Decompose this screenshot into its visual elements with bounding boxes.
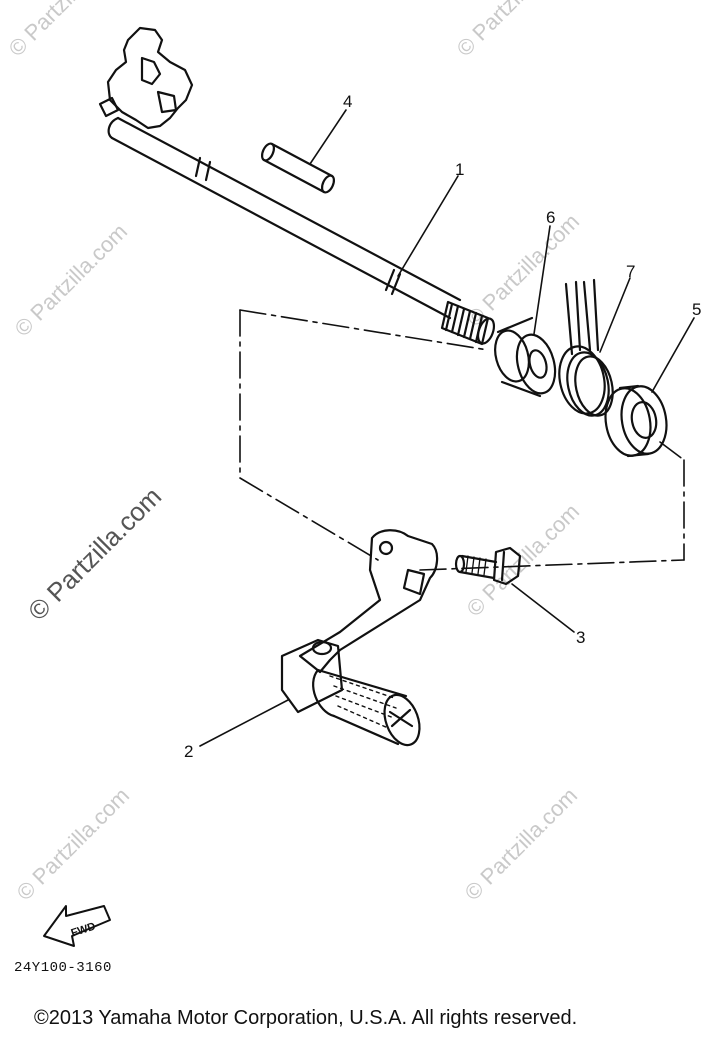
oil-seal <box>604 384 668 458</box>
callout-part-1: 1 <box>455 160 465 179</box>
callout-part-2: 2 <box>184 742 194 761</box>
callout-part-3: 3 <box>576 628 586 647</box>
fwd-label: FWD <box>70 920 98 939</box>
shift-shaft <box>98 26 496 346</box>
leader-lines <box>199 109 695 747</box>
callout-part-4: 4 <box>343 92 353 111</box>
fwd-arrow-icon <box>43 905 111 947</box>
callout-part-5: 5 <box>692 300 702 319</box>
collar <box>494 316 557 398</box>
copyright-notice: ©2013 Yamaha Motor Corporation, U.S.A. A… <box>34 1007 578 1029</box>
drawing-code: 24Y100-3160 <box>14 960 112 976</box>
assembly-guide-lines <box>239 309 685 571</box>
callout-part-6: 6 <box>546 208 556 227</box>
callout-part-7: 7 <box>626 262 636 281</box>
bolt <box>454 546 522 586</box>
torsion-spring <box>558 278 614 417</box>
shift-pedal <box>280 529 439 747</box>
pin <box>260 142 336 194</box>
